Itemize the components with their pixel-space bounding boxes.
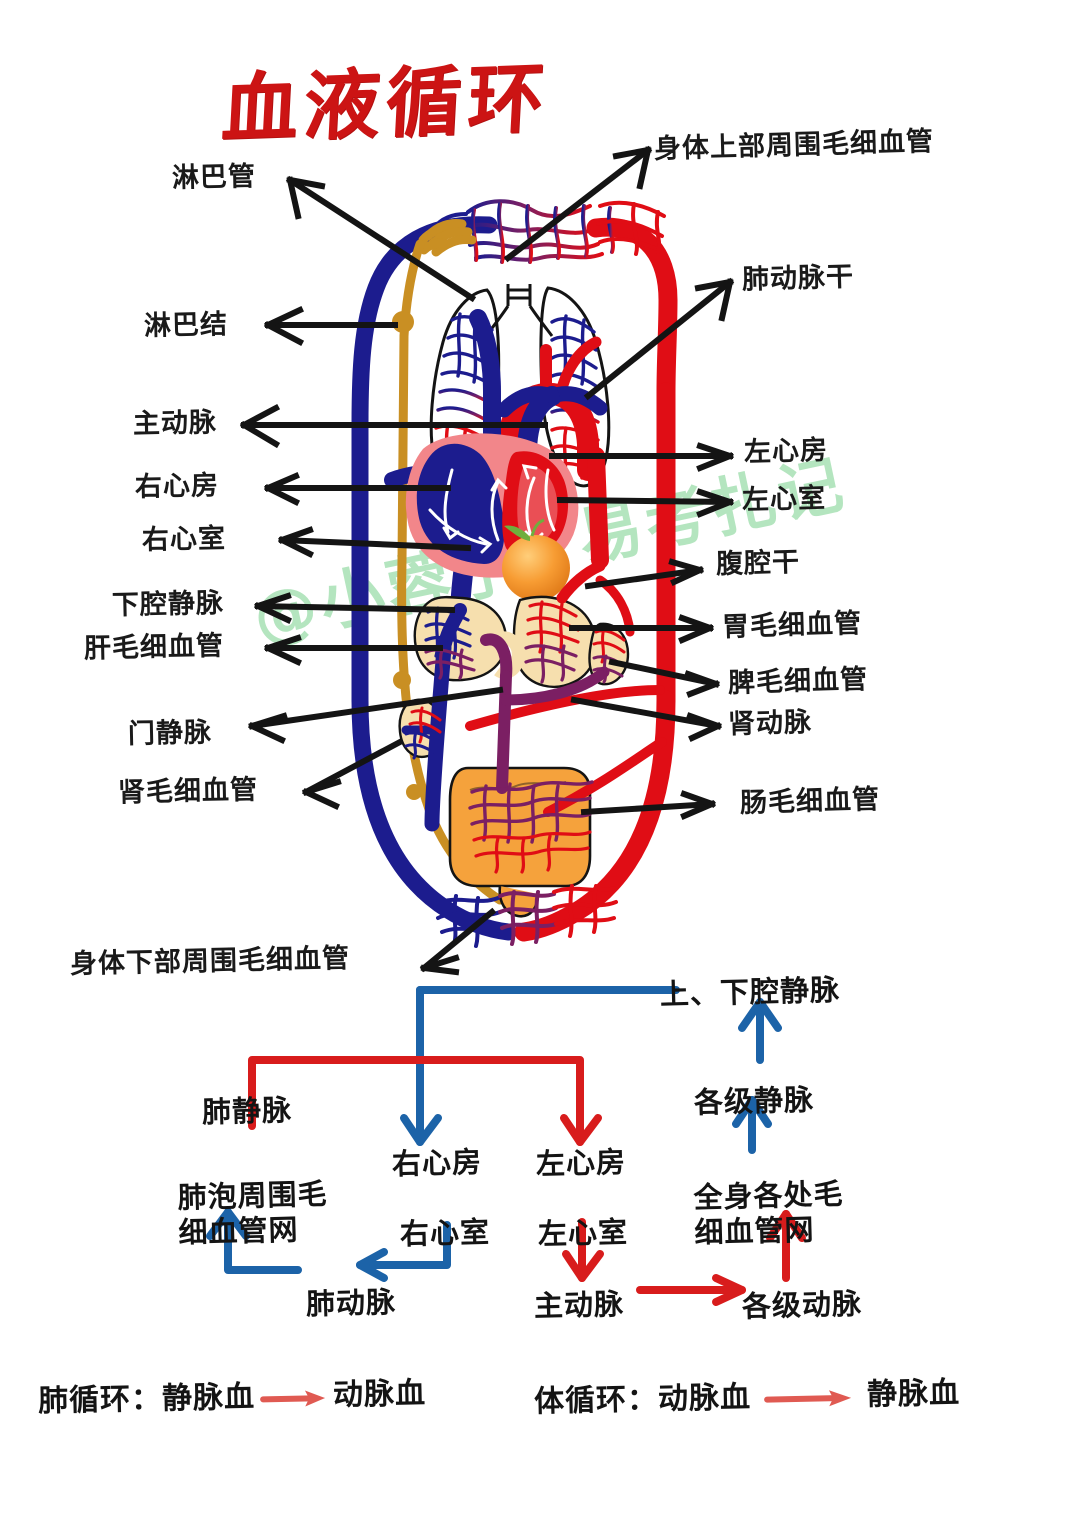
flow-node-left-ventricle: 左心室 xyxy=(537,1214,629,1252)
label-left-ventricle: 左心室 xyxy=(741,482,827,517)
legend-pulmonary-from: 静脉血 xyxy=(161,1379,256,1417)
label-left-atrium: 左心房 xyxy=(743,434,829,469)
label-inferior-vena-cava: 下腔静脉 xyxy=(111,587,225,622)
legend-pulmonary-circuit: 肺循环：静脉血 动脉血 xyxy=(38,1368,427,1420)
legend-arrow-icon xyxy=(764,1390,852,1407)
abdominal-vasculature xyxy=(401,560,667,874)
legend-systemic-to: 静脉血 xyxy=(866,1375,961,1413)
legend-systemic-name: 体循环： xyxy=(533,1381,659,1420)
anatomy-pointer-arrows xyxy=(239,145,735,976)
flow-node-aorta: 主动脉 xyxy=(533,1286,625,1324)
label-kidney-capillaries: 肾毛细血管 xyxy=(117,774,259,809)
flow-node-alveolar-capillary-net: 肺泡周围毛细血管网 xyxy=(177,1176,328,1250)
flow-red-path xyxy=(248,1056,806,1306)
flow-node-left-atrium: 左心房 xyxy=(535,1144,627,1182)
flow-node-veins-all-levels: 各级静脉 xyxy=(693,1082,815,1120)
label-lymph-vessel: 淋巴管 xyxy=(171,161,257,194)
flow-node-arteries-all-levels: 各级动脉 xyxy=(741,1286,863,1324)
flow-blue-path xyxy=(206,986,656,1282)
label-portal-vein: 门静脉 xyxy=(127,717,213,750)
flow-node-right-ventricle: 右心室 xyxy=(399,1214,491,1252)
label-liver-capillaries: 肝毛细血管 xyxy=(83,630,225,665)
label-right-atrium: 右心房 xyxy=(134,470,220,503)
legend-systemic-circuit: 体循环：动脉血 静脉血 xyxy=(534,1368,961,1421)
legend-pulmonary-name: 肺循环： xyxy=(37,1381,163,1420)
label-intestine-capillaries: 肠毛细血管 xyxy=(739,784,881,819)
flow-node-venae-cavae: 上、下腔静脉 xyxy=(659,972,841,1012)
flow-blue-return-path xyxy=(648,986,782,1154)
circulation-flowchart-lines xyxy=(206,986,806,1306)
label-stomach-capillaries: 胃毛细血管 xyxy=(721,608,863,643)
label-renal-artery: 肾动脉 xyxy=(727,706,813,741)
flow-node-right-atrium: 右心房 xyxy=(391,1144,483,1182)
label-spleen-capillaries: 脾毛细血管 xyxy=(727,664,869,699)
label-aorta: 主动脉 xyxy=(132,407,218,440)
legend-arrow-icon xyxy=(260,1390,326,1407)
label-celiac-trunk: 腹腔干 xyxy=(715,546,801,581)
label-right-ventricle: 右心室 xyxy=(141,523,227,556)
flow-node-body-capillary-net: 全身各处毛细血管网 xyxy=(693,1176,844,1250)
legend-systemic-from: 动脉血 xyxy=(657,1379,752,1417)
orange-fruit xyxy=(502,518,570,601)
legend-pulmonary-to: 动脉血 xyxy=(332,1375,427,1413)
flow-node-pulmonary-vein: 肺静脉 xyxy=(201,1092,293,1130)
label-pulmonary-trunk: 肺动脉干 xyxy=(741,261,855,296)
circulation-anatomy-illustration xyxy=(239,145,735,976)
flow-node-pulmonary-artery: 肺动脉 xyxy=(305,1284,397,1322)
label-lymph-node: 淋巴结 xyxy=(143,309,229,342)
